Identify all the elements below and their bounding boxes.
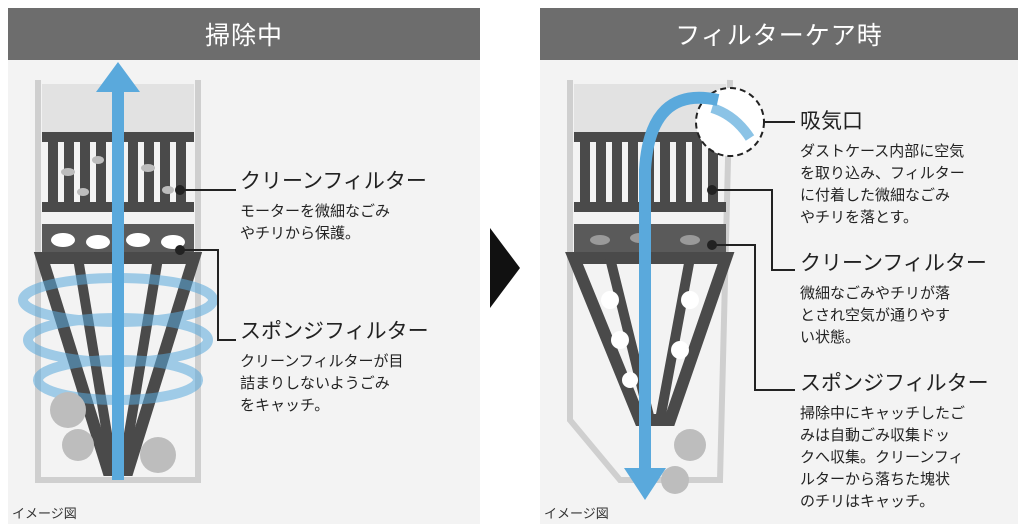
label-clean-filter: クリーンフィルター モーターを微細なごみ やチリから保護。: [240, 169, 427, 242]
image-caption: イメージ図: [12, 507, 77, 522]
panel-title: 掃除中: [8, 8, 480, 60]
dust-case-outline: [567, 79, 733, 483]
label-sponge-filter: スポンジフィルター クリーンフィルターが目 詰まりしないようごみ をキャッチ。: [240, 319, 429, 414]
label-clean-filter: クリーンフィルター 微細なごみやチリが落 とされ空気が通りやす い状態。: [800, 251, 987, 346]
image-caption: イメージ図: [544, 507, 609, 522]
dust-case-illustration: [18, 62, 236, 483]
panel-filter-care: フィルターケア時: [540, 8, 1018, 524]
callout-lines: [175, 185, 236, 341]
falling-dust: [601, 291, 699, 388]
sponge-dust: [51, 233, 185, 249]
panel-cleaning: 掃除中: [8, 8, 480, 524]
dust-clumps: [50, 392, 176, 473]
airflow-arrow: [639, 91, 720, 470]
label-sponge-filter: スポンジフィルター 掃除中にキャッチしたご みは自動ごみ収集ドッ クへ収集。クリ…: [800, 371, 989, 510]
dust-case-illustration: [565, 79, 795, 500]
callout-lines: [707, 121, 795, 391]
dust-clumps: [661, 429, 706, 494]
panel-title: フィルターケア時: [540, 8, 1018, 60]
right-triangle-arrow-icon: [490, 228, 520, 308]
airflow-arrowhead: [96, 62, 140, 92]
label-intake: 吸気口 ダストケース内部に空気 を取り込み、フィルター に付着した微細なごみ や…: [800, 109, 965, 226]
funnel: [565, 252, 735, 426]
airflow-arrowhead: [624, 468, 666, 500]
fine-dust: [61, 156, 174, 196]
